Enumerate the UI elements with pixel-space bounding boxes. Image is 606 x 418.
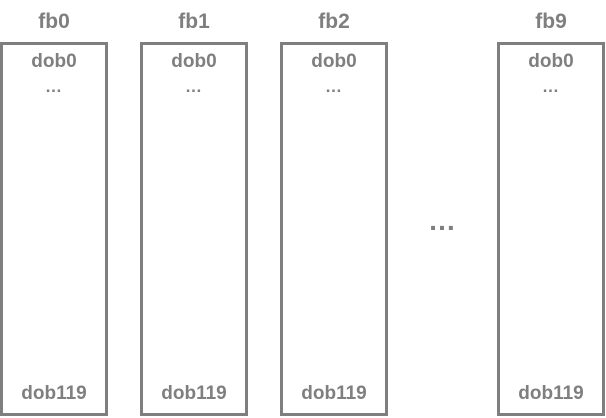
item-ellipsis: … [45,77,63,96]
first-item-label: dob0 [171,51,217,72]
last-item-label: dob119 [301,383,367,404]
column-fb9: fb9 dob0 … dob119 [497,0,605,418]
column-title: fb1 [178,10,210,33]
last-item-label: dob119 [518,383,584,404]
column-title: fb0 [38,10,70,33]
item-ellipsis: … [542,77,560,96]
first-item-label: dob0 [31,51,77,72]
column-title: fb9 [535,10,567,33]
column-fb2: fb2 dob0 … dob119 [280,0,388,418]
first-item-label: dob0 [528,51,574,72]
item-ellipsis: … [325,77,343,96]
column-box [140,42,248,416]
column-box [497,42,605,416]
column-box [280,42,388,416]
gap-ellipsis: … [428,205,458,236]
column-box [0,42,108,416]
column-title: fb2 [318,10,350,33]
column-fb1: fb1 dob0 … dob119 [140,0,248,418]
column-fb0: fb0 dob0 … dob119 [0,0,108,418]
last-item-label: dob119 [161,383,227,404]
item-ellipsis: … [185,77,203,96]
last-item-label: dob119 [21,383,87,404]
first-item-label: dob0 [311,51,357,72]
